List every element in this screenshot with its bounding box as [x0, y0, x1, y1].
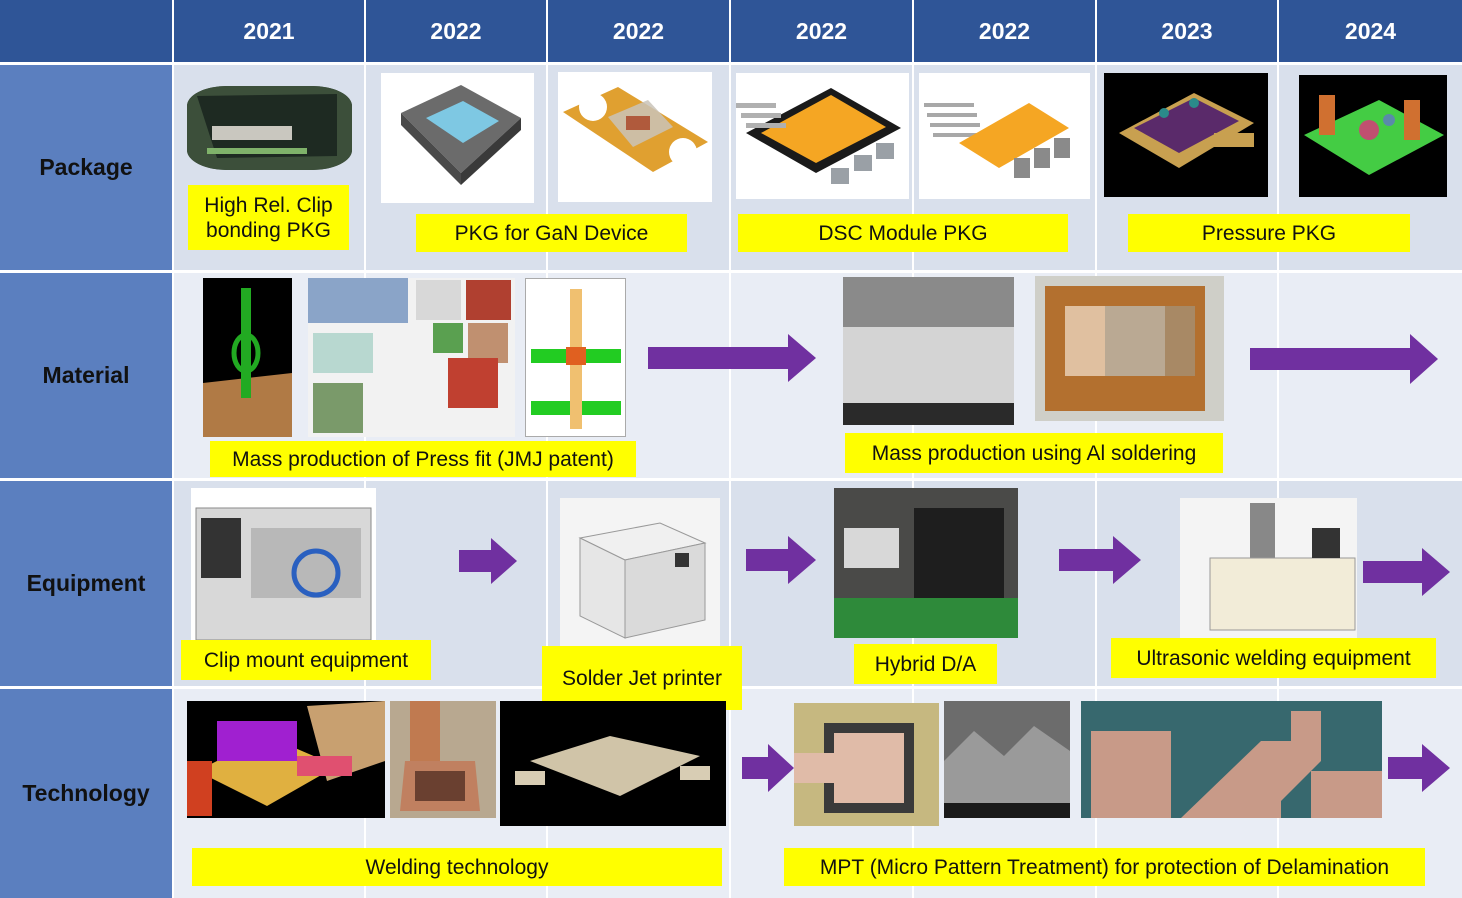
row-label-material: Material — [0, 273, 172, 478]
press-fit-section-image — [525, 278, 626, 437]
caption-clip-mount: Clip mount equipment — [181, 640, 431, 680]
dsc-module-image — [736, 73, 909, 199]
clip-bonding-pkg-image — [187, 86, 352, 170]
caption-mpt: MPT (Micro Pattern Treatment) for protec… — [784, 848, 1425, 886]
caption-pressure: Pressure PKG — [1128, 214, 1410, 252]
caption-ultrasonic: Ultrasonic welding equipment — [1111, 638, 1436, 678]
material-arrow-icon-1 — [648, 334, 816, 382]
al-soldering-die-image — [1035, 276, 1224, 421]
material-arrow-icon-2 — [1250, 334, 1438, 384]
dsc-module-inner-image — [919, 73, 1090, 199]
year-header-2021: 2021 — [174, 0, 364, 62]
year-header-2023: 2023 — [1097, 0, 1277, 62]
caption-welding: Welding technology — [192, 848, 722, 886]
year-header-2022a: 2022 — [366, 0, 546, 62]
press-fit-diagram-image — [308, 278, 515, 437]
grid-cell — [1279, 273, 1462, 478]
year-header-2022b: 2022 — [548, 0, 729, 62]
press-fit-pin-image — [203, 278, 292, 437]
caption-solder-jet: Solder Jet printer — [542, 646, 742, 710]
technology-arrow-icon-1 — [742, 744, 794, 792]
caption-gan: PKG for GaN Device — [416, 214, 687, 252]
year-header-2024: 2024 — [1279, 0, 1462, 62]
year-header-2022c: 2022 — [731, 0, 912, 62]
hybrid-da-equipment-image — [834, 488, 1018, 638]
equipment-arrow-icon-1 — [459, 538, 517, 584]
gan-pkg-image — [381, 73, 534, 203]
al-soldering-sem-image — [843, 277, 1014, 425]
caption-press-fit: Mass production of Press fit (JMJ patent… — [210, 441, 636, 477]
solder-jet-printer-image — [560, 498, 720, 646]
technology-arrow-icon-2 — [1388, 744, 1450, 792]
equipment-arrow-icon-2 — [746, 536, 816, 584]
mpt-pattern-image — [794, 703, 939, 826]
row-label-technology: Technology — [0, 689, 172, 898]
welding-tool-image — [390, 701, 496, 818]
equipment-arrow-icon-4 — [1363, 548, 1450, 596]
ultrasonic-welding-equipment-image — [1180, 498, 1357, 638]
gan-device-image — [558, 72, 712, 202]
pressure-pkg-image-b — [1299, 75, 1447, 197]
mpt-sem-image — [944, 701, 1070, 818]
year-header-2022d: 2022 — [914, 0, 1095, 62]
caption-hybrid-da: Hybrid D/A — [854, 644, 997, 684]
mpt-sample-image — [1081, 701, 1382, 818]
caption-al-soldering: Mass production using Al soldering — [845, 433, 1223, 473]
header-corner — [0, 0, 172, 62]
row-label-package: Package — [0, 65, 172, 270]
row-label-equipment: Equipment — [0, 481, 172, 686]
caption-dsc: DSC Module PKG — [738, 214, 1068, 252]
welding-sample-image — [500, 701, 726, 826]
welding-cad-image — [187, 701, 385, 818]
pressure-pkg-image-a — [1104, 73, 1268, 197]
clip-mount-equipment-image — [191, 488, 376, 640]
caption-clip-bonding: High Rel. Clip bonding PKG — [188, 185, 349, 250]
equipment-arrow-icon-3 — [1059, 536, 1141, 584]
